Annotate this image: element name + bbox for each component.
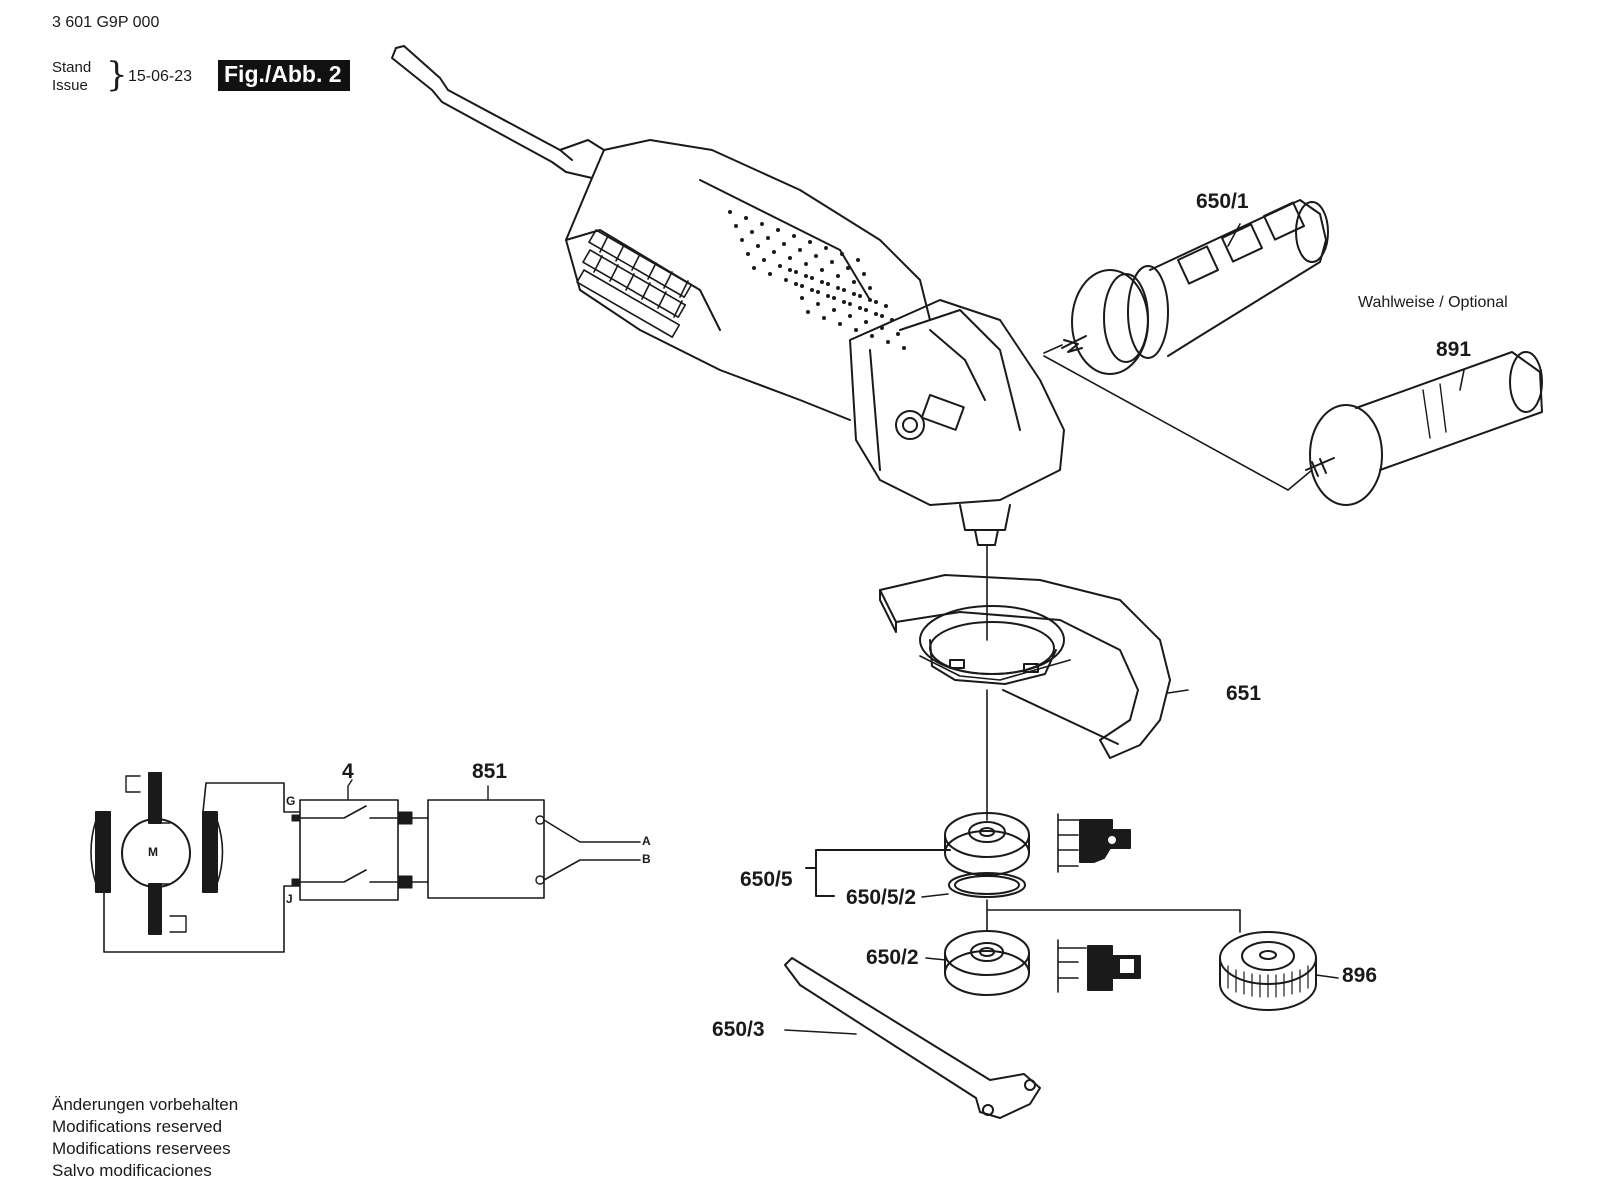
stand-label: Stand (52, 59, 92, 76)
leader-650-2 (925, 957, 947, 961)
label-650-3: 650/3 (712, 1018, 765, 1041)
terminal-j-label: J (286, 892, 293, 906)
leader-896 (1315, 974, 1339, 979)
grip-dots (728, 210, 906, 350)
figure-label: Fig./Abb. 2 (218, 60, 350, 91)
motor-label: M (148, 845, 158, 859)
leader-650-1 (1227, 223, 1241, 247)
side-handle-650-1 (1043, 199, 1329, 375)
field-coil-bottom (148, 883, 162, 935)
label-851: 851 (472, 760, 508, 783)
o-ring-650-5-2 (948, 872, 1026, 898)
mounting-flange-650-5 (944, 812, 1030, 876)
note-line: Modifications reserved (52, 1117, 223, 1136)
label-650-5: 650/5 (740, 868, 793, 891)
leader-650-5-2 (921, 893, 949, 898)
section-650-2 (1057, 939, 1141, 993)
power-cord (391, 45, 605, 179)
leader-650-3 (784, 1029, 857, 1035)
side-handle-891 (1305, 351, 1543, 506)
terminal-g-label: G (286, 794, 296, 808)
vent-slots (576, 229, 693, 338)
label-650-5-2: 650/5/2 (846, 886, 917, 909)
quick-clamping-nut-896 (1219, 931, 1317, 1011)
leader-891-label (1459, 369, 1465, 391)
modifications-note: Änderungen vorbehalten Modifications res… (52, 1094, 238, 1182)
issue-date: 15-06-23 (128, 68, 193, 85)
brush-left (95, 811, 111, 893)
note-line: Änderungen vorbehalten (52, 1095, 239, 1114)
wiring-diagram (90, 772, 641, 953)
field-coil-top (148, 772, 162, 824)
label-651: 651 (1226, 682, 1262, 705)
leader-650-5 (805, 849, 951, 897)
electronics-851 (427, 799, 545, 899)
pin-wrench-650-3 (784, 957, 1041, 1119)
spindle-axis (986, 544, 1241, 931)
switch-4 (299, 799, 399, 901)
brush-right (202, 811, 218, 893)
issue-label: Issue (52, 77, 88, 94)
note-line: Salvo modificaciones (52, 1161, 212, 1180)
leader-651 (1167, 689, 1189, 694)
label-891: 891 (1436, 338, 1472, 361)
grinder-body (565, 139, 1065, 546)
line-b-label: B (642, 852, 651, 866)
optional-label: Wahlweise / Optional (1358, 294, 1508, 311)
section-650-5 (1057, 813, 1131, 873)
label-4: 4 (342, 760, 354, 783)
note-line: Modifications reservees (52, 1139, 231, 1158)
clamping-nut-650-2 (944, 930, 1030, 996)
line-a-label: A (642, 834, 651, 848)
label-650-1: 650/1 (1196, 190, 1249, 213)
part-number: 3 601 G9P 000 (52, 14, 160, 31)
wheel-guard-651 (879, 574, 1171, 759)
leader-891 (1043, 355, 1313, 491)
label-896: 896 (1342, 964, 1378, 987)
brace-symbol: } (106, 55, 128, 95)
label-650-2: 650/2 (866, 946, 919, 969)
